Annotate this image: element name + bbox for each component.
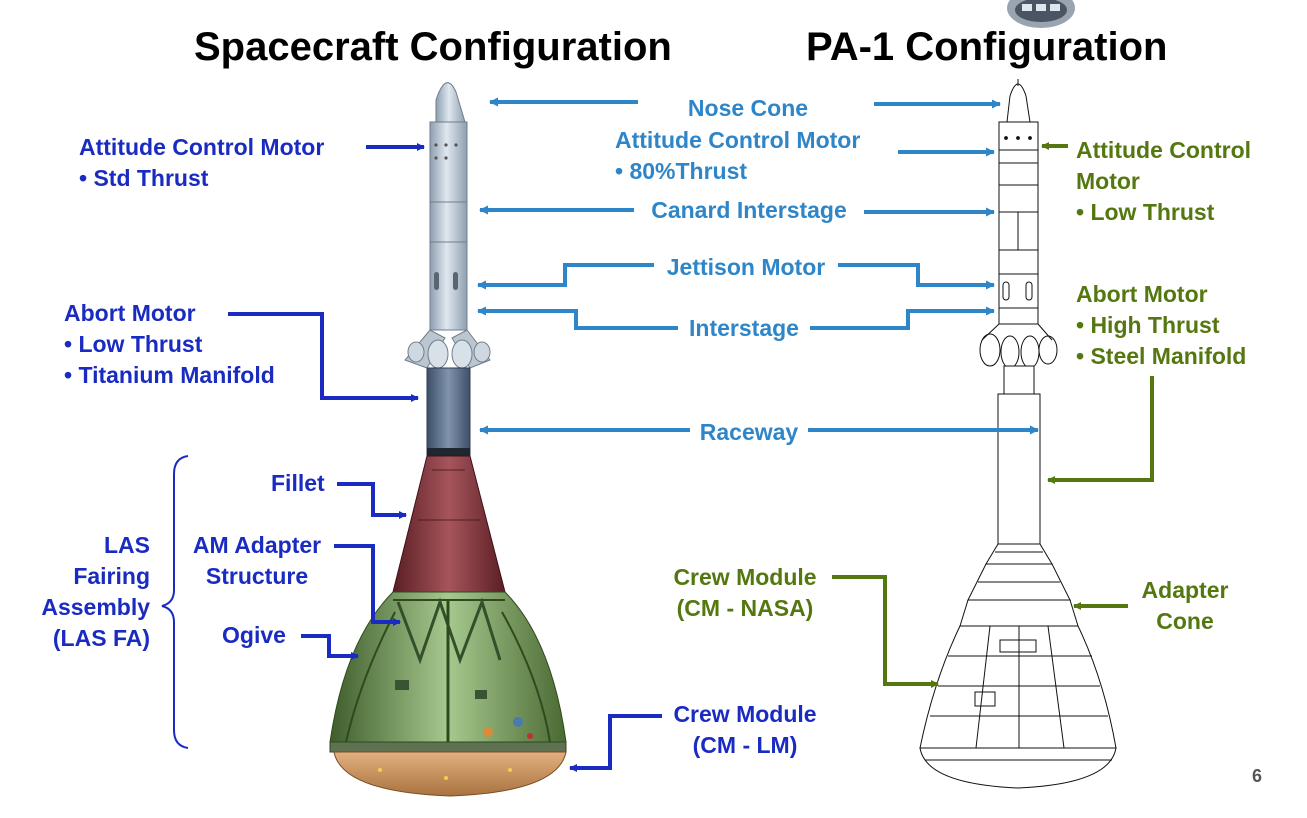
right-abort-motor-sub1: • High Thrust — [1076, 312, 1220, 338]
right-attitude-control-line2: Motor — [1076, 168, 1140, 194]
fillet-label: Fillet — [271, 470, 325, 496]
las-fa-label-line1: LAS — [104, 532, 150, 558]
ogive-label: Ogive — [222, 622, 286, 648]
left-abort-motor-sub2: • Titanium Manifold — [64, 362, 275, 388]
right-crew-module-line1: Crew Module — [673, 564, 817, 590]
pa1-vehicle — [919, 79, 1117, 789]
nose-cone-label: Nose Cone — [687, 95, 809, 121]
center-arrows — [477, 97, 1039, 435]
left-arrows — [228, 143, 662, 772]
right-attitude-control-line1: Attitude Control — [1076, 137, 1252, 163]
raceway-label: Raceway — [699, 419, 799, 445]
am-adapter-label-line1: AM Adapter — [192, 532, 322, 558]
left-attitude-control-label: Attitude Control Motor — [79, 134, 325, 160]
adapter-cone-line1: Adapter — [1141, 577, 1229, 603]
left-crew-module-line2: (CM - LM) — [692, 732, 798, 758]
las-fa-label-line4: (LAS FA) — [52, 625, 150, 651]
spacecraft-vehicle — [329, 82, 567, 797]
left-abort-motor-label: Abort Motor — [64, 300, 196, 326]
right-title: PA-1 Configuration — [806, 25, 1168, 69]
am-adapter-label-line2: Structure — [205, 563, 309, 589]
page-number: 6 — [1252, 766, 1263, 786]
right-arrows — [832, 142, 1154, 688]
center-attitude-control-sub: • 80%Thrust — [615, 158, 748, 184]
right-abort-motor-sub2: • Steel Manifold — [1076, 343, 1247, 369]
adapter-cone-line2: Cone — [1156, 608, 1214, 634]
left-attitude-control-sub: • Std Thrust — [79, 165, 209, 191]
canard-interstage-label: Canard Interstage — [651, 197, 847, 223]
las-fa-label-line3: Assembly — [41, 594, 150, 620]
right-attitude-control-sub: • Low Thrust — [1076, 199, 1215, 225]
center-attitude-control-label: Attitude Control Motor — [615, 127, 861, 153]
orion-logo-icon — [1007, 0, 1075, 28]
left-abort-motor-sub1: • Low Thrust — [64, 331, 203, 357]
las-fa-label-line2: Fairing — [73, 563, 150, 589]
jettison-motor-label: Jettison Motor — [666, 254, 826, 280]
interstage-label: Interstage — [689, 315, 799, 341]
right-crew-module-line2: (CM - NASA) — [676, 595, 814, 621]
right-abort-motor-label: Abort Motor — [1076, 281, 1208, 307]
left-title: Spacecraft Configuration — [194, 25, 672, 69]
las-fa-brace — [161, 455, 189, 749]
left-crew-module-line1: Crew Module — [673, 701, 817, 727]
